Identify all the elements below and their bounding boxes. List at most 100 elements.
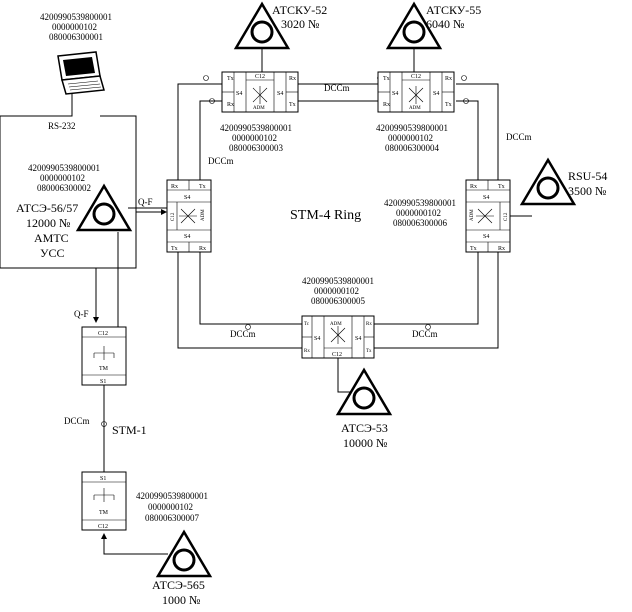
dccm-label: DCCm <box>64 416 90 426</box>
adm-bottom: Tc Rx Rx Tx S4 S4 ADM C12 <box>301 315 375 359</box>
station-atse5657-line4: УСС <box>40 246 65 260</box>
svg-text:4200990539800001: 4200990539800001 <box>136 491 208 501</box>
id-adm-top-left: 4200990539800001 0000000102 080006300003 <box>220 123 292 153</box>
port-s1: S1 <box>100 476 106 482</box>
port-tx: Tx <box>445 102 452 108</box>
ring-title: STM-4 Ring <box>290 208 361 223</box>
id-tm-bottom: 4200990539800001 0000000102 080006300007 <box>136 491 208 523</box>
svg-text:0000000102: 0000000102 <box>396 208 441 218</box>
svg-text:0000000102: 0000000102 <box>314 286 359 296</box>
port-rx: Rx <box>445 76 452 82</box>
svg-text:0000000102: 0000000102 <box>52 22 97 32</box>
port-c12: C12 <box>98 524 108 530</box>
port-rx: Rx <box>199 246 206 252</box>
station-atse565-icon <box>155 529 213 578</box>
svg-text:4200990539800001: 4200990539800001 <box>376 123 448 133</box>
port-c12: C12 <box>504 212 509 221</box>
id-adm-left: 4200990539800001 0000000102 080006300002 <box>28 163 100 193</box>
switch-icon <box>252 86 268 104</box>
connections <box>0 48 532 555</box>
port-c12: C12 <box>411 74 421 80</box>
svg-text:080006300007: 080006300007 <box>145 513 200 523</box>
stm1-label: STM-1 <box>112 423 147 437</box>
svg-text:080006300004: 080006300004 <box>385 143 440 153</box>
svg-text:0000000102: 0000000102 <box>232 133 277 143</box>
dccm-label: DCCm <box>412 329 438 339</box>
demux-icon <box>93 346 115 360</box>
station-atse5657-icon <box>75 183 133 232</box>
tm-label: TM <box>99 510 109 516</box>
port-c12: C12 <box>332 352 342 358</box>
switch-icon <box>408 86 424 104</box>
port-tx: Tx <box>383 76 390 82</box>
labels: STM-4 Ring АТСКУ-52 3020 № АТСКУ-55 6040… <box>16 3 607 607</box>
svg-text:4200990539800001: 4200990539800001 <box>302 276 374 286</box>
station-atse53-cap: 10000 № <box>343 436 387 450</box>
id-adm-bottom: 4200990539800001 0000000102 080006300005 <box>302 276 374 306</box>
port-tx: Tx <box>366 349 372 354</box>
svg-text:0000000102: 0000000102 <box>148 502 193 512</box>
port-s4: S4 <box>483 234 489 240</box>
port-c12: C12 <box>98 331 108 337</box>
id-pc: 4200990539800001 0000000102 080006300001 <box>40 12 112 42</box>
adm-top-right: Tx Rx Rx Tx S4 S4 C12 ADM <box>377 71 455 113</box>
adm-top-left: Tx Rx Rx Tx S4 S4 C12 ADM <box>221 71 299 113</box>
port-rx: Rx <box>171 184 178 190</box>
station-atse53-icon <box>335 367 393 416</box>
svg-text:4200990539800001: 4200990539800001 <box>28 163 100 173</box>
port-s4: S4 <box>355 336 361 342</box>
port-s4: S4 <box>236 91 242 97</box>
port-tx: Tx <box>227 76 234 82</box>
port-s4: S4 <box>184 234 190 240</box>
svg-text:080006300005: 080006300005 <box>311 296 366 306</box>
port-rx: Rx <box>366 322 372 327</box>
adm-label: ADM <box>253 106 265 111</box>
port-tc: Tc <box>304 322 310 327</box>
svg-text:0000000102: 0000000102 <box>40 173 85 183</box>
port-s4: S4 <box>433 91 439 97</box>
adm-label: ADM <box>409 106 421 111</box>
station-atse565-name: АТСЭ-565 <box>152 578 205 592</box>
port-rx: Rx <box>498 246 505 252</box>
adm-label: ADM <box>330 322 342 327</box>
dccm-label: DCCm <box>230 329 256 339</box>
port-c12: C12 <box>171 212 176 221</box>
qf-label: Q-F <box>138 197 153 207</box>
port-s4: S4 <box>277 91 283 97</box>
station-atsku55-cap: 6040 № <box>426 17 464 31</box>
svg-text:4200990539800001: 4200990539800001 <box>40 12 112 22</box>
station-atse5657-line3: АМТС <box>34 231 69 245</box>
port-tx: Tx <box>498 184 505 190</box>
switch-icon <box>179 208 197 224</box>
tm-label: TM <box>99 366 109 372</box>
port-rx: Rx <box>470 184 477 190</box>
svg-text:4200990539800001: 4200990539800001 <box>384 198 456 208</box>
station-atsku52-icon <box>233 1 291 50</box>
station-atse5657-line1: АТСЭ-56/57 <box>16 201 78 215</box>
svg-text:080006300003: 080006300003 <box>229 143 284 153</box>
id-adm-right: 4200990539800001 0000000102 080006300006 <box>384 198 456 228</box>
port-s4: S4 <box>392 91 398 97</box>
port-rx: Rx <box>383 102 390 108</box>
port-s4: S4 <box>483 195 489 201</box>
station-atsku52-name: АТСКУ-52 <box>272 3 327 17</box>
svg-text:0000000102: 0000000102 <box>388 133 433 143</box>
port-s4: S4 <box>314 336 320 342</box>
svg-text:4200990539800001: 4200990539800001 <box>220 123 292 133</box>
port-s4: S4 <box>184 195 190 201</box>
svg-text:080006300006: 080006300006 <box>393 218 448 228</box>
switch-icon <box>330 326 346 344</box>
demux-icon <box>93 488 115 502</box>
port-tx: Tx <box>289 102 296 108</box>
tm-lower: S1 C12 TM <box>81 471 127 531</box>
qf-label: Q-F <box>74 309 89 319</box>
port-tx: Tx <box>470 246 477 252</box>
port-rx: Rx <box>289 76 296 82</box>
svg-text:080006300001: 080006300001 <box>49 32 103 42</box>
station-atsku55-icon <box>385 1 443 50</box>
port-tx: Tx <box>199 184 206 190</box>
station-rsu54-cap: 3500 № <box>568 184 606 198</box>
port-c12: C12 <box>255 74 265 80</box>
station-atsku55-name: АТСКУ-55 <box>426 3 481 17</box>
